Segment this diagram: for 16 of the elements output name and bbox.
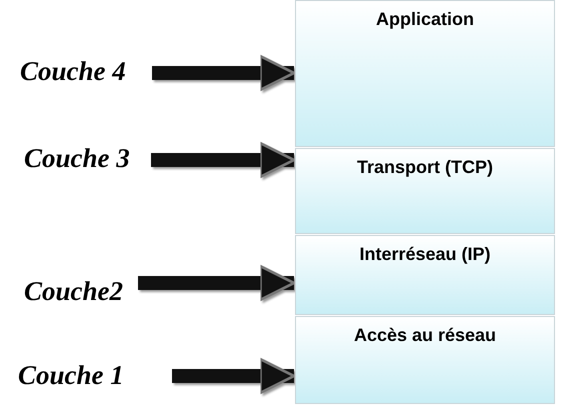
layer-label: Couche 1	[18, 359, 170, 391]
block-arrow	[151, 142, 296, 178]
layer-name: Interréseau (IP)	[358, 243, 492, 265]
layer-box	[295, 0, 555, 147]
layer-label: Couche2	[24, 275, 136, 307]
block-arrow	[172, 358, 296, 394]
layer-name: Accès au réseau	[352, 324, 498, 346]
layer-label: Couche 3	[24, 142, 149, 174]
layer-box	[295, 235, 555, 315]
layer-box	[295, 148, 555, 234]
block-arrow	[152, 54, 296, 92]
layer-label: Couche 4	[20, 55, 150, 87]
block-arrow	[138, 264, 296, 302]
layer-box	[295, 316, 555, 404]
layer-name: Application	[375, 8, 475, 30]
layer-name: Transport (TCP)	[356, 156, 494, 178]
